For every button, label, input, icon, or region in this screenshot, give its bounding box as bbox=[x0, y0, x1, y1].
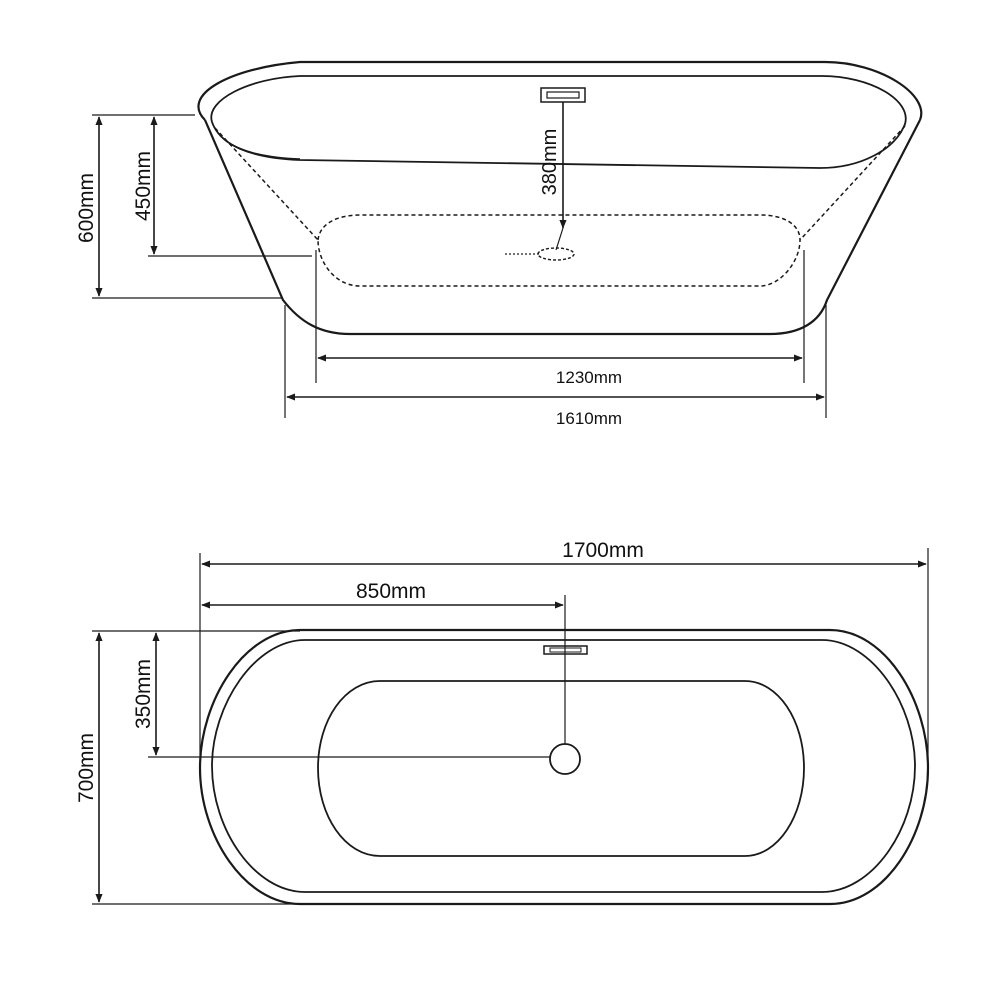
tub-basin bbox=[317, 680, 805, 857]
dim-600-label: 600mm bbox=[75, 173, 98, 243]
tub-inner-basin bbox=[214, 125, 906, 287]
tub-outer-wall bbox=[203, 119, 921, 336]
dim-1700-label: 1700mm bbox=[562, 539, 644, 562]
tub-outline-inner bbox=[211, 639, 916, 893]
dim-380-label: 380mm bbox=[539, 129, 561, 196]
side-drain-icon bbox=[537, 247, 575, 261]
dim-380-leader bbox=[555, 227, 564, 251]
dim-1610-label: 1610mm bbox=[556, 409, 622, 428]
dim-700-label: 700mm bbox=[75, 733, 98, 803]
top-view: 1700mm 850mm 700mm 350mm bbox=[75, 539, 930, 906]
tub-outline-outer bbox=[198, 628, 930, 906]
dim-1230-label: 1230mm bbox=[556, 368, 622, 387]
dim-450-label: 450mm bbox=[132, 151, 155, 221]
tub-rim-outer bbox=[197, 60, 923, 121]
side-view: 380mm 600mm 450mm 1230mm 1610mm bbox=[75, 60, 923, 428]
side-overflow-inner bbox=[546, 91, 580, 99]
top-drain-icon bbox=[549, 743, 581, 775]
dim-350-label: 350mm bbox=[132, 659, 155, 729]
dim-850-label: 850mm bbox=[356, 580, 426, 603]
